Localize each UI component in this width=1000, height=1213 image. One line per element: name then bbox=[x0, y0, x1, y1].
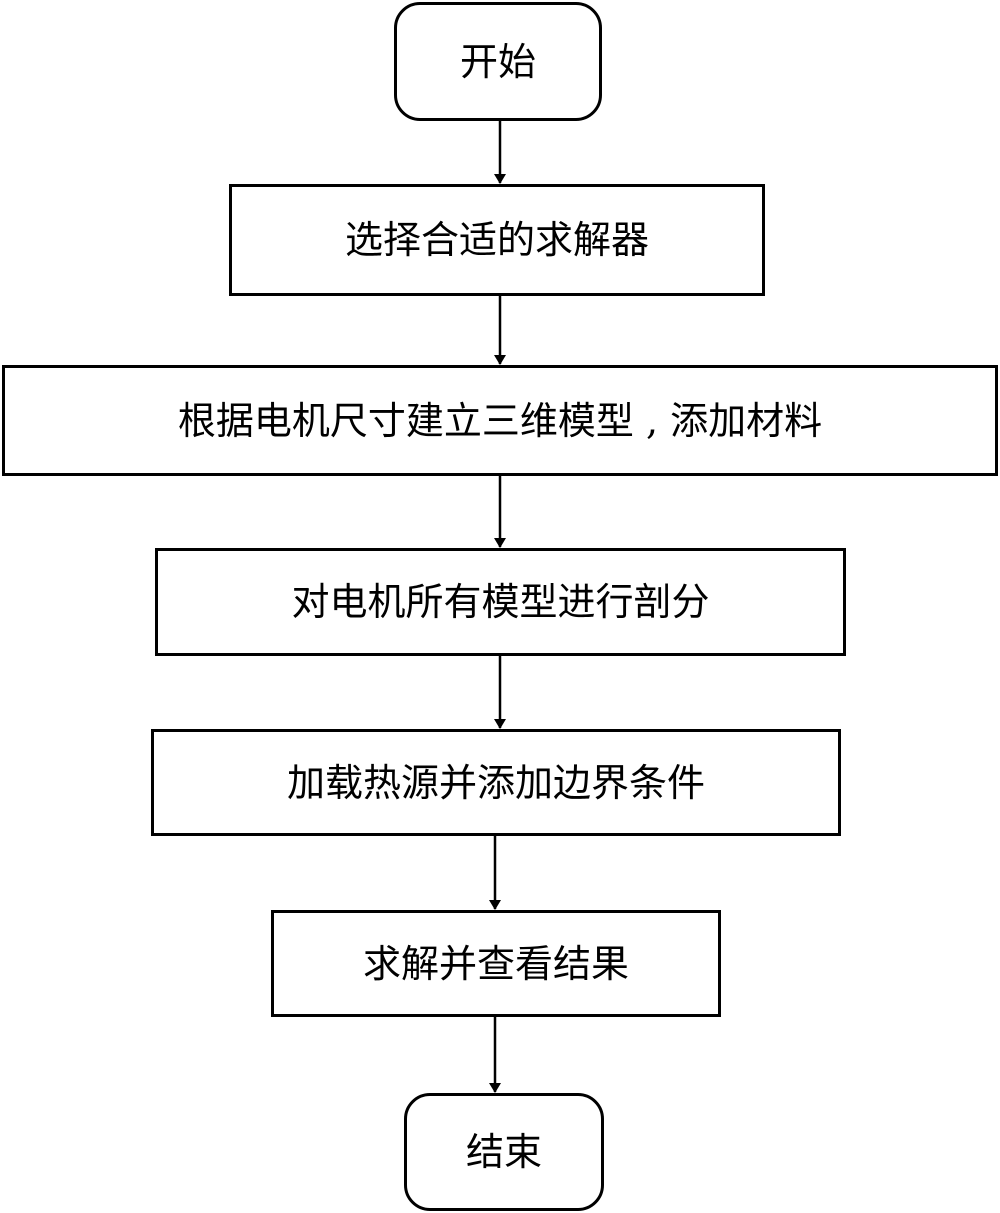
step-build-model: 根据电机尺寸建立三维模型 , 添加材料 bbox=[2, 365, 998, 476]
step-load-heat-source: 加载热源并添加边界条件 bbox=[151, 729, 841, 836]
step-solve-view-results: 求解并查看结果 bbox=[271, 910, 721, 1017]
step-mesh-model-label: 对电机所有模型进行剖分 bbox=[291, 580, 710, 624]
step-select-solver-label: 选择合适的求解器 bbox=[344, 218, 649, 262]
step-mesh-model: 对电机所有模型进行剖分 bbox=[155, 548, 846, 656]
step-build-model-label: 根据电机尺寸建立三维模型 , 添加材料 bbox=[177, 398, 823, 443]
start-label: 开始 bbox=[459, 39, 536, 84]
step-load-heat-source-label: 加载热源并添加边界条件 bbox=[286, 760, 705, 805]
start-terminal: 开始 bbox=[394, 2, 602, 121]
step-solve-view-results-label: 求解并查看结果 bbox=[362, 941, 629, 986]
end-label: 结束 bbox=[465, 1130, 542, 1174]
end-terminal: 结束 bbox=[404, 1093, 604, 1211]
step-select-solver: 选择合适的求解器 bbox=[229, 184, 765, 296]
